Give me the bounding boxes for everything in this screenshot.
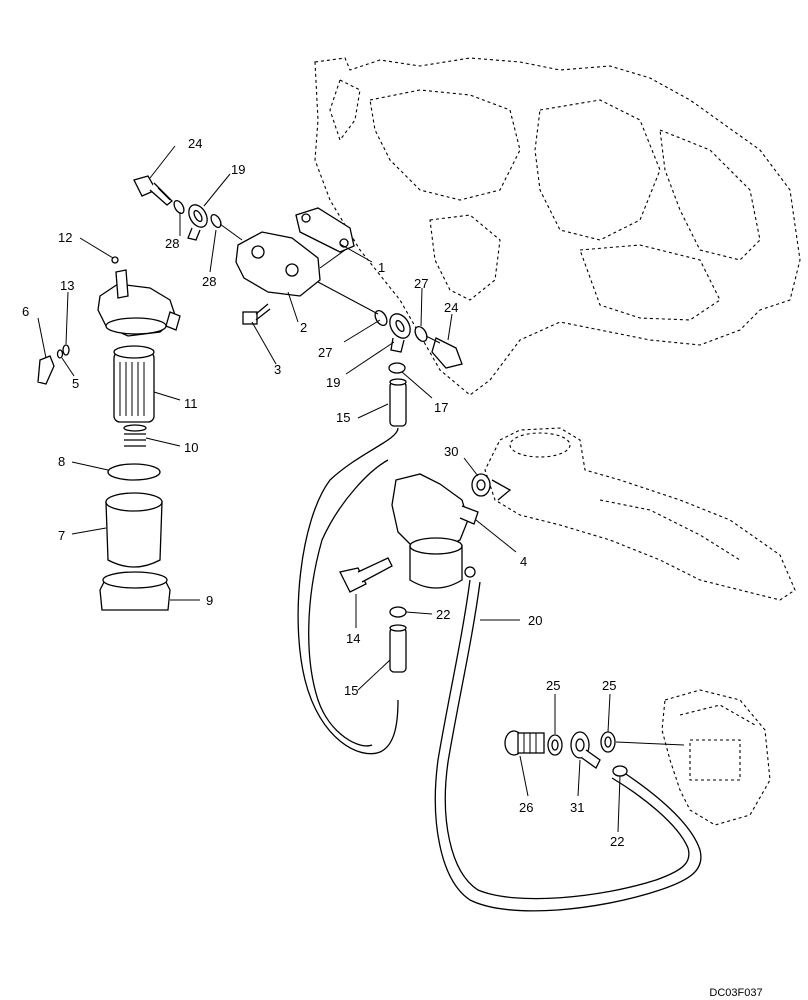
- o-ring-part-13: [62, 344, 70, 356]
- washer-part-28-a: [173, 199, 185, 215]
- callout-26: 26: [519, 800, 533, 815]
- banjo-bolt-part-26: [504, 730, 545, 756]
- callout-11: 11: [184, 396, 198, 411]
- spring-part-10: [123, 424, 147, 447]
- washer-part-25-b: [600, 731, 616, 753]
- clamp-part-17: [388, 362, 406, 374]
- callout-15-upper: 15: [336, 410, 350, 425]
- element-part-11: [113, 345, 155, 423]
- callout-7: 7: [58, 528, 65, 543]
- callout-27-b: 27: [414, 276, 428, 291]
- banjo-fitting-part-19-lower: [389, 313, 411, 353]
- washer-part-27-a: [374, 309, 388, 327]
- callout-30: 30: [444, 444, 458, 459]
- washer-part-28-b: [210, 213, 222, 229]
- callout-19-lower: 19: [326, 375, 340, 390]
- callout-4: 4: [520, 554, 527, 569]
- o-ring-part-8: [107, 463, 161, 481]
- callout-3: 3: [274, 362, 281, 377]
- callout-12: 12: [58, 230, 72, 245]
- callout-13: 13: [60, 278, 74, 293]
- banjo-bolt-part-24-upper: [133, 175, 173, 206]
- intake-manifold-outline: [484, 427, 796, 601]
- spacer-part-30: [471, 473, 512, 501]
- engine-block-outline: [314, 57, 801, 396]
- callout-6: 6: [22, 304, 29, 319]
- callout-25-b: 25: [602, 678, 616, 693]
- callout-17: 17: [434, 400, 448, 415]
- callout-31: 31: [570, 800, 584, 815]
- bowl-part-7: [105, 492, 163, 568]
- bolt-part-3: [242, 303, 271, 325]
- gasket-part-1: [295, 207, 355, 253]
- callout-5: 5: [72, 376, 79, 391]
- callout-28-a: 28: [165, 236, 179, 251]
- callout-labels: 24 19 28 28 12 13 6 5 11 10 8 7 9 1 2 3 …: [22, 136, 624, 849]
- callout-15-lower: 15: [344, 683, 358, 698]
- filter-head-exploded: [97, 269, 181, 337]
- callout-22-a: 22: [436, 607, 450, 622]
- washer-part-25-a: [547, 734, 563, 756]
- bleed-screw-part-12: [111, 256, 119, 264]
- callout-10: 10: [184, 440, 198, 455]
- hose-loop-left: [297, 427, 399, 755]
- banjo-bolt-part-24-lower: [425, 335, 463, 369]
- callout-28-b: 28: [202, 274, 216, 289]
- callout-1: 1: [378, 260, 385, 275]
- drawing-code: DC03F037: [709, 987, 762, 999]
- callout-24-upper: 24: [188, 136, 202, 151]
- callout-2: 2: [300, 320, 307, 335]
- ring-nut-part-9: [99, 571, 171, 611]
- clamp-part-22-b: [612, 765, 628, 777]
- ring-part-5: [56, 349, 64, 359]
- callout-8: 8: [58, 454, 65, 469]
- callout-25-a: 25: [546, 678, 560, 693]
- callout-27-a: 27: [318, 345, 332, 360]
- injection-pump-outline: [661, 689, 771, 826]
- clamp-part-22-a: [389, 606, 407, 618]
- callout-22-b: 22: [610, 834, 624, 849]
- callout-14: 14: [346, 631, 360, 646]
- callout-20: 20: [528, 613, 542, 628]
- filter-assembly-part-4: [391, 473, 479, 589]
- hose-part-20: [434, 579, 702, 912]
- callout-24-lower: 24: [444, 300, 458, 315]
- callout-9: 9: [206, 593, 213, 608]
- washer-part-27-b: [414, 325, 428, 343]
- bolt-part-14: [339, 557, 393, 593]
- callout-19-upper: 19: [231, 162, 245, 177]
- hose-part-15-upper: [389, 378, 407, 427]
- cock-part-6: [37, 355, 55, 385]
- banjo-fitting-part-31: [570, 731, 601, 769]
- banjo-fitting-part-19-upper: [187, 204, 208, 241]
- filter-head-part-2: [235, 231, 346, 297]
- leader-lines: [37, 145, 621, 833]
- hose-part-15-lower: [389, 624, 407, 673]
